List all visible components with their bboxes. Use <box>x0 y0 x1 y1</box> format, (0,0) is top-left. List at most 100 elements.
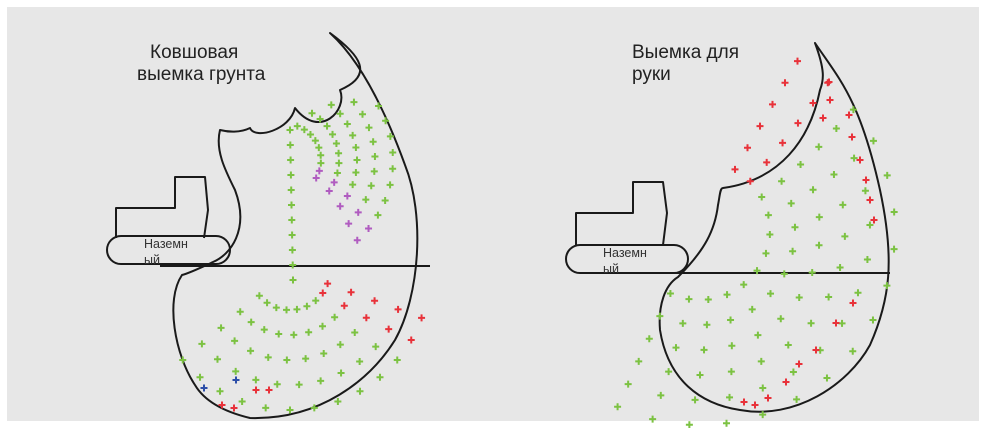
left-marker <box>356 387 364 395</box>
right-marker <box>832 319 840 327</box>
left-marker <box>231 337 239 345</box>
right-marker <box>797 161 805 169</box>
left-marker <box>320 349 328 357</box>
right-marker <box>789 247 797 255</box>
left-marker <box>272 304 280 312</box>
right-marker <box>778 177 786 185</box>
left-marker <box>370 167 378 175</box>
left-marker <box>352 169 360 177</box>
right-marker <box>696 371 704 379</box>
right-marker <box>794 57 801 65</box>
right-marker <box>635 357 643 365</box>
right-marker <box>672 344 680 352</box>
right-marker <box>666 289 674 297</box>
left-marker <box>315 144 323 152</box>
right-marker <box>807 319 815 327</box>
right-marker <box>832 124 840 132</box>
right-marker <box>883 171 891 179</box>
left-marker <box>407 336 415 344</box>
left-marker <box>362 314 370 322</box>
left-marker <box>418 314 426 322</box>
left-marker <box>287 171 295 179</box>
left-marker <box>382 117 390 125</box>
left-marker <box>337 369 345 377</box>
left-marker <box>333 169 341 177</box>
left-marker <box>332 140 340 148</box>
right-marker <box>795 360 803 368</box>
left-marker <box>334 398 342 406</box>
left-marker <box>335 159 343 167</box>
right-marker <box>836 264 844 272</box>
right-marker <box>849 106 857 114</box>
right-marker <box>791 223 799 231</box>
right-marker <box>815 241 823 249</box>
right-marker <box>809 186 817 194</box>
left-marker <box>349 131 357 139</box>
left-marker <box>331 313 339 321</box>
right-marker <box>757 357 765 365</box>
left-excavator-cab <box>115 176 209 239</box>
left-marker <box>217 324 225 332</box>
right-marker <box>789 368 797 376</box>
right-marker <box>849 299 857 307</box>
right-marker <box>794 119 802 127</box>
left-marker <box>325 187 333 195</box>
right-marker <box>764 211 772 219</box>
right-marker <box>795 294 803 302</box>
left-marker <box>330 178 338 186</box>
left-marker <box>312 297 320 305</box>
right-marker <box>657 391 665 399</box>
left-marker <box>288 216 296 224</box>
left-marker <box>349 181 357 189</box>
left-marker <box>255 292 263 300</box>
left-marker <box>316 115 324 123</box>
left-marker <box>293 122 301 130</box>
left-marker <box>343 120 351 128</box>
left-marker <box>319 289 327 297</box>
right-marker <box>815 143 823 151</box>
left-marker <box>372 343 380 351</box>
right-marker <box>679 319 687 327</box>
right-marker <box>815 213 823 221</box>
right-marker <box>869 316 877 324</box>
left-marker <box>230 404 238 412</box>
left-marker <box>329 130 337 138</box>
left-marker <box>198 340 206 348</box>
left-marker <box>265 386 273 394</box>
right-marker <box>766 230 774 238</box>
right-marker <box>740 281 748 289</box>
left-diagram: Наземн ый Ковшовая выемка грунта <box>106 32 430 420</box>
right-diagram: Наземн ый Выемка для руки <box>565 42 898 428</box>
right-marker <box>838 319 846 327</box>
right-marker <box>779 139 787 147</box>
right-marker <box>691 396 699 404</box>
left-marker <box>319 322 326 330</box>
right-marker <box>728 342 736 350</box>
right-marker <box>890 208 898 216</box>
left-marker <box>283 356 291 364</box>
right-arm-trajectory-markers <box>614 57 898 428</box>
left-marker <box>343 192 351 200</box>
left-marker <box>356 358 364 366</box>
right-marker <box>762 249 770 257</box>
right-title-line2: руки <box>632 64 671 85</box>
left-marker <box>288 201 295 209</box>
left-marker <box>315 167 323 175</box>
right-marker <box>808 269 816 277</box>
right-title-line1: Выемка для <box>632 42 739 63</box>
right-marker <box>723 419 731 427</box>
left-marker <box>353 236 361 244</box>
right-marker <box>751 401 759 409</box>
left-marker <box>260 326 268 334</box>
left-marker <box>336 341 344 349</box>
left-marker <box>289 261 297 269</box>
left-marker <box>365 124 373 132</box>
left-bucket-trajectory-markers <box>179 98 426 414</box>
right-marker <box>869 137 877 145</box>
right-marker <box>861 187 869 195</box>
right-marker <box>649 415 657 423</box>
right-marker <box>777 315 785 323</box>
left-marker <box>179 356 187 364</box>
right-marker <box>781 79 789 87</box>
